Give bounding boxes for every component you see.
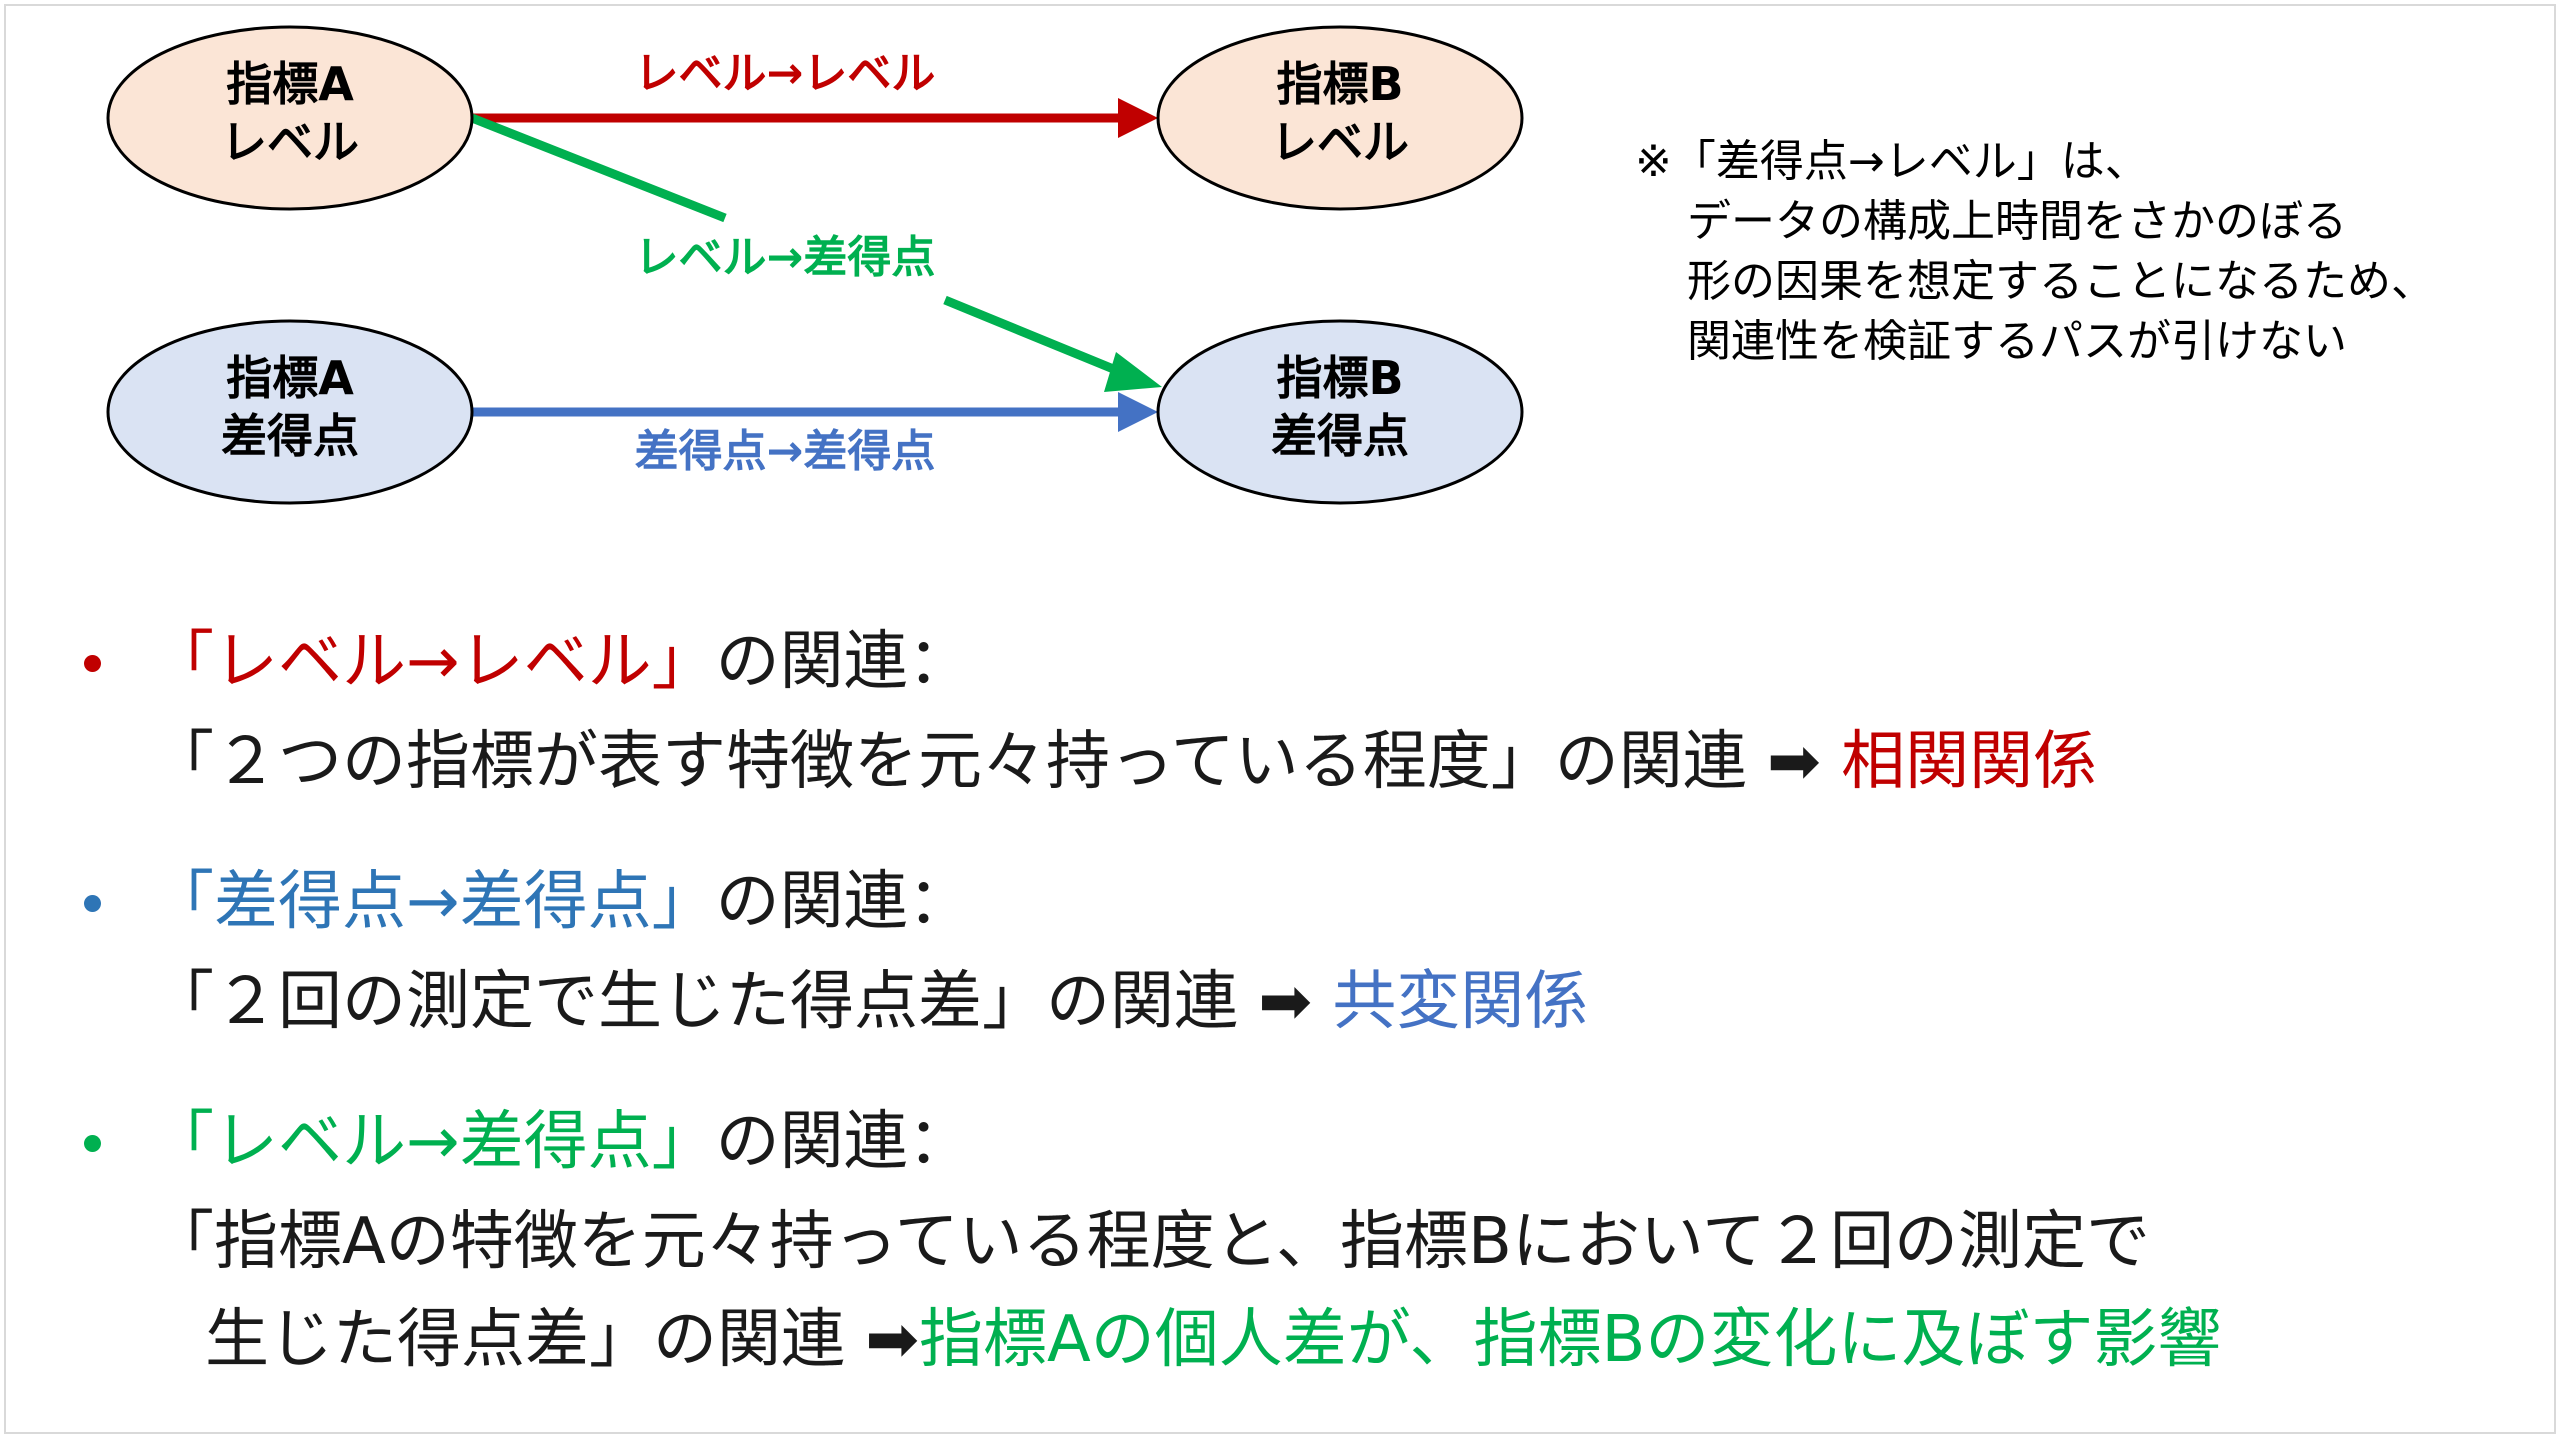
bullet-3-heading-suffix: の関連： <box>715 1105 972 1179</box>
node-a-level-line2: レベル <box>221 115 359 169</box>
bullet-3-body-2: 生じた得点差」の関連 ➡指標Aの個人差が、指標Bの変化に及ぼす影響 <box>205 1300 2221 1380</box>
bullet-3-conclusion: 指標Aの個人差が、指標Bの変化に及ぼす影響 <box>918 1303 2222 1377</box>
bullet-1-heading: 「レベル→レベル」の関連： <box>150 622 972 702</box>
bullet-1-body-text: 「２つの指標が表す特徴を元々持っている程度」の関連 <box>150 725 1747 799</box>
edge-label-diff-diff: 差得点→差得点 <box>635 426 936 477</box>
bullet-1-body: 「２つの指標が表す特徴を元々持っている程度」の関連 ➡ 相関関係 <box>150 722 2097 802</box>
edge-label-level-level: レベル→レベル <box>635 48 936 99</box>
bullet-3-body-2-text: 生じた得点差」の関連 <box>205 1303 845 1377</box>
bullet-dot-3 <box>84 1135 101 1152</box>
bullet-dot-2 <box>84 895 101 912</box>
node-b-diff-line2: 差得点 <box>1271 409 1409 463</box>
bullet-2-heading: 「差得点→差得点」の関連： <box>150 862 972 942</box>
node-a-level-line1: 指標A <box>226 57 354 111</box>
bullet-2-arrow-icon: ➡ <box>1258 965 1312 1039</box>
node-b-diff: 指標B 差得点 <box>1156 319 1524 505</box>
note-line-3: 形の因果を想定することになるため、 <box>1687 256 2435 307</box>
bullet-2-heading-colored: 「差得点→差得点」 <box>150 865 716 939</box>
bullet-2-conclusion: 共変関係 <box>1332 965 1589 1039</box>
node-a-level: 指標A レベル <box>106 25 474 211</box>
note-line-4: 関連性を検証するパスが引けない <box>1687 316 2347 367</box>
bullet-3-body: 「指標Aの特徴を元々持っている程度と、指標Bにおいて２回の測定で <box>150 1205 2151 1279</box>
bullet-1-conclusion: 相関関係 <box>1841 725 2098 799</box>
edge-level-level <box>472 98 1158 138</box>
edge-diff-diff <box>472 392 1158 432</box>
bullet-dot-1 <box>84 655 101 672</box>
bullet-1-heading-suffix: の関連： <box>715 625 972 699</box>
bullet-2-heading-suffix: の関連： <box>715 865 972 939</box>
path-diagram: 指標A レベル 指標B レベル 指標A 差得点 指標B 差得点 レベル→レベル … <box>106 25 1524 505</box>
note-line-2: データの構成上時間をさかのぼる <box>1687 196 2347 247</box>
edge-label-level-diff: レベル→差得点 <box>635 232 936 283</box>
bullet-3-heading-colored: 「レベル→差得点」 <box>150 1105 716 1179</box>
node-b-level-line2: レベル <box>1271 115 1409 169</box>
bullet-2-body-text: 「２回の測定で生じた得点差」の関連 <box>150 965 1238 1039</box>
node-a-diff-line1: 指標A <box>226 351 354 405</box>
node-a-diff: 指標A 差得点 <box>106 319 474 505</box>
bullet-3-arrow-icon: ➡ <box>865 1303 919 1377</box>
node-b-level: 指標B レベル <box>1156 25 1524 211</box>
bullet-2-body: 「２回の測定で生じた得点差」の関連 ➡ 共変関係 <box>150 962 1588 1042</box>
bullet-3-heading: 「レベル→差得点」の関連： <box>150 1102 972 1182</box>
node-b-diff-line1: 指標B <box>1276 351 1403 405</box>
node-a-diff-line2: 差得点 <box>221 409 359 463</box>
edge-level-diff <box>470 113 1162 392</box>
node-b-level-line1: 指標B <box>1276 57 1403 111</box>
bullet-1-heading-colored: 「レベル→レベル」 <box>150 625 716 699</box>
note-text: ※「差得点→レベル」は、 データの構成上時間をさかのぼる 形の因果を想定すること… <box>1635 132 2435 372</box>
note-line-1: ※「差得点→レベル」は、 <box>1635 136 2149 187</box>
bullet-1-arrow-icon: ➡ <box>1767 725 1821 799</box>
